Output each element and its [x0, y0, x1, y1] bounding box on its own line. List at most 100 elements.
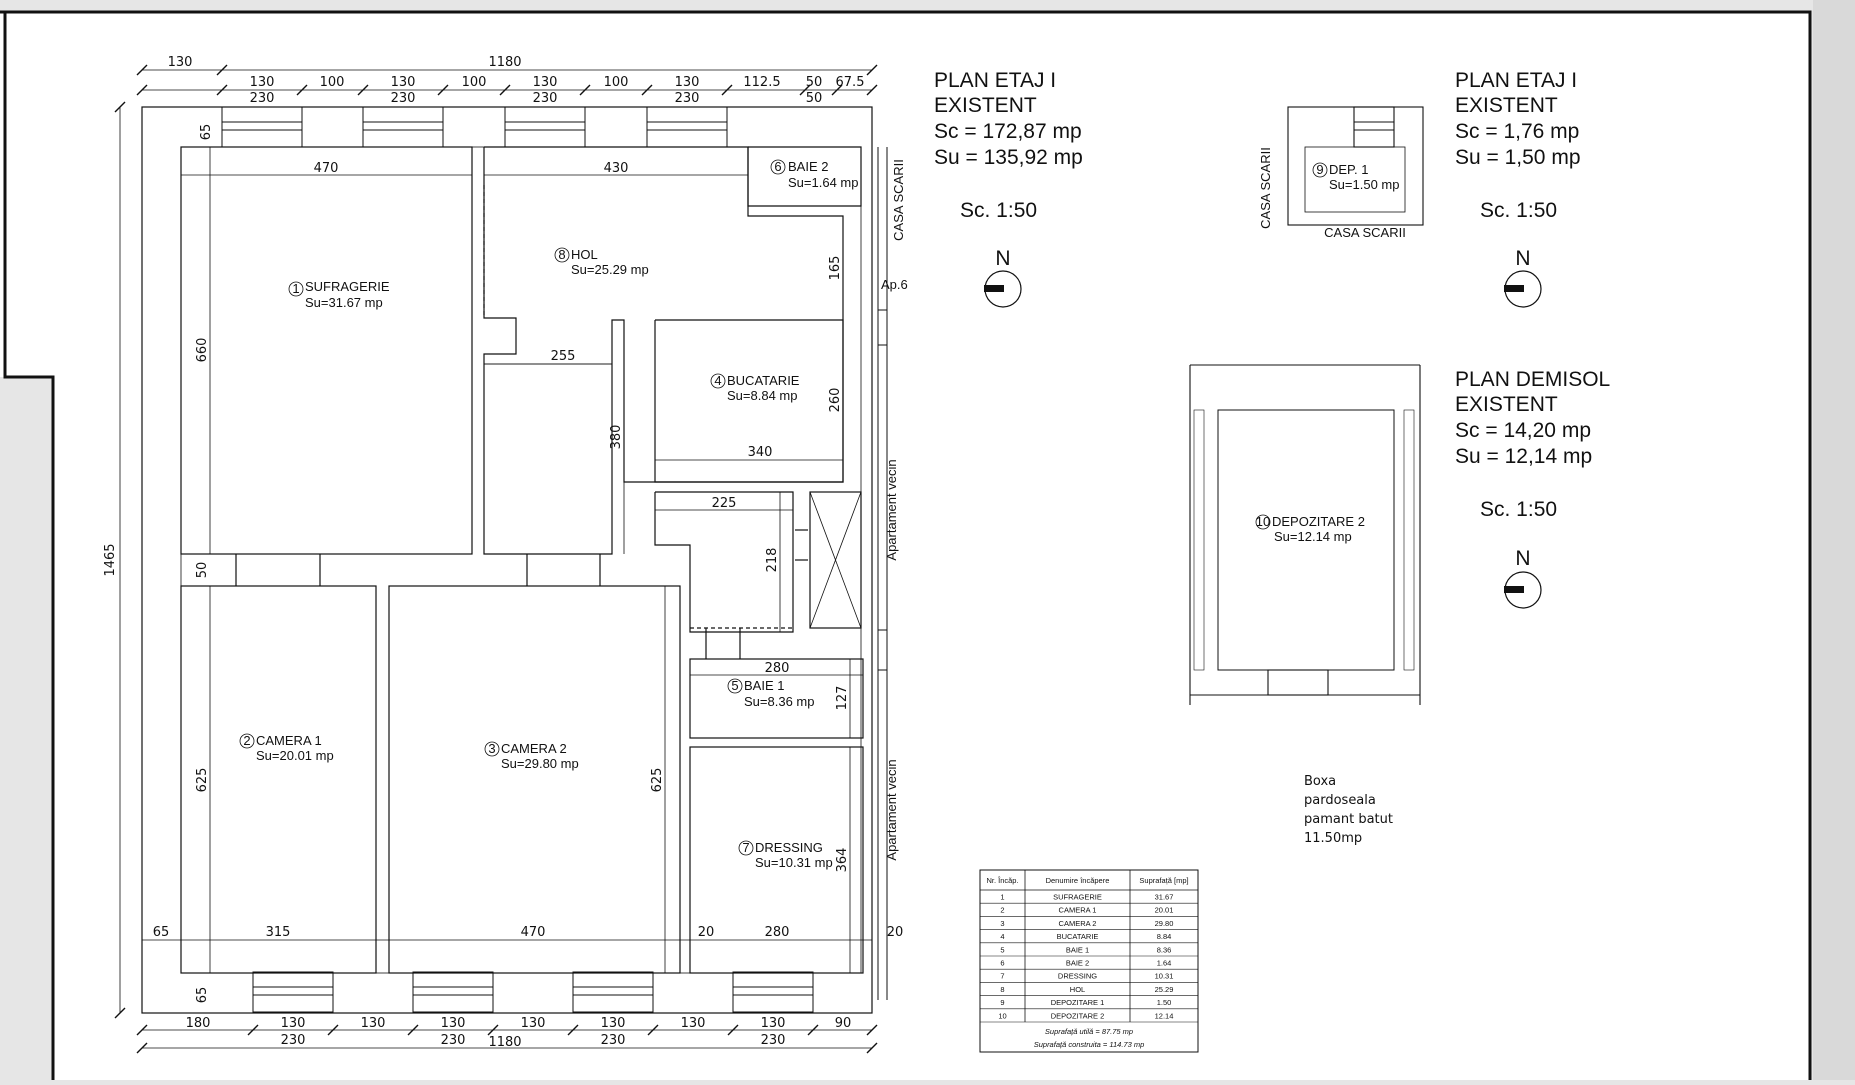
- room-label-8: 8 HOL Su=25.29 mp: [554, 247, 649, 277]
- table-cell-9-2: 12.14: [1155, 1011, 1174, 1020]
- svg-text:Sc = 1,76 mp: Sc = 1,76 mp: [1455, 120, 1579, 143]
- north-arrow-main: N: [984, 247, 1022, 308]
- svg-text:N: N: [1515, 547, 1530, 570]
- dim-255: 255: [551, 349, 576, 364]
- room-labels: 1 SUFRAGERIE Su=31.67 mp 8 HOL Su=25.29 …: [239, 159, 858, 870]
- table-cell-7-0: 8: [1000, 985, 1004, 994]
- sheet-frame-left: [0, 10, 55, 1080]
- dim-top2-1: 230: [250, 91, 275, 106]
- dim-top-3: 130: [391, 75, 416, 90]
- dim-top2-3: 230: [533, 91, 558, 106]
- dim-bottom-2: 130: [281, 1016, 306, 1031]
- table-cell-3-0: 4: [1000, 932, 1004, 941]
- svg-text:PLAN ETAJ I: PLAN ETAJ I: [1455, 69, 1577, 92]
- dim-top-4: 100: [462, 75, 487, 90]
- table-cell-6-0: 7: [1000, 972, 1004, 981]
- demisol-plan: [1189, 364, 1421, 705]
- room-hol: [483, 146, 844, 555]
- table-cell-6-2: 10.31: [1155, 972, 1174, 981]
- dim-65-bottom: 65: [153, 925, 170, 940]
- dim-top-6: 100: [604, 75, 629, 90]
- dim-65-lower: 65: [195, 987, 210, 1004]
- dim-left-total: 1465: [103, 543, 118, 576]
- table-cell-3-1: BUCATARIE: [1057, 932, 1099, 941]
- small-casa-scarii-vertical: CASA SCARII: [1258, 147, 1273, 229]
- dep1-name: DEP. 1: [1329, 162, 1369, 177]
- small-plan: [1287, 106, 1424, 226]
- table-cell-5-2: 1.64: [1157, 959, 1172, 968]
- table-cell-6-1: DRESSING: [1058, 972, 1097, 981]
- dim-top-10: 67.5: [836, 75, 865, 90]
- svg-text:pardoseala: pardoseala: [1304, 793, 1376, 808]
- svg-text:Su = 12,14 mp: Su = 12,14 mp: [1455, 445, 1592, 468]
- dim-280-baie: 280: [765, 661, 790, 676]
- svg-text:pamant batut: pamant batut: [1304, 812, 1393, 827]
- dimension-ticks: [114, 64, 878, 1054]
- dim-50: 50: [195, 562, 210, 579]
- svg-text:Sc. 1:50: Sc. 1:50: [960, 199, 1037, 222]
- dim-top-9: 50: [806, 75, 823, 90]
- svg-text:EXISTENT: EXISTENT: [1455, 94, 1558, 117]
- svg-text:Su=8.36 mp: Su=8.36 mp: [744, 694, 814, 709]
- bottom-windows: [252, 971, 814, 1013]
- svg-text:Sc. 1:50: Sc. 1:50: [1480, 199, 1557, 222]
- room-camera2: [388, 585, 681, 974]
- svg-text:1: 1: [292, 281, 299, 296]
- table-cell-2-2: 29.80: [1155, 919, 1174, 928]
- dim-top2-4: 230: [675, 91, 700, 106]
- dim-660: 660: [195, 338, 210, 363]
- dim-340: 340: [748, 445, 773, 460]
- dep2-name: DEPOZITARE 2: [1272, 514, 1365, 529]
- svg-text:Su=10.31 mp: Su=10.31 mp: [755, 855, 833, 870]
- dim-bottom2-2: 230: [441, 1033, 466, 1048]
- dep2-area: Su=12.14 mp: [1274, 529, 1352, 544]
- svg-text:PLAN ETAJ I: PLAN ETAJ I: [934, 69, 1056, 92]
- dim-225: 225: [712, 496, 737, 511]
- room-baie1: [689, 658, 864, 739]
- svg-text:Su=20.01 mp: Su=20.01 mp: [256, 748, 334, 763]
- dim-430: 430: [604, 161, 629, 176]
- apartament-vecin-label-1: Apartament vecin: [884, 459, 899, 560]
- table-cell-1-0: 2: [1000, 906, 1004, 915]
- table-header-0: Nr. Încăp.: [986, 876, 1018, 885]
- dimension-text: 130 1180 130 100 130 100 130 100 130 112…: [103, 55, 903, 1050]
- room-label-4: 4 BUCATARIE Su=8.84 mp: [710, 373, 800, 403]
- table-cell-3-2: 8.84: [1157, 932, 1172, 941]
- room-label-2: 2 CAMERA 1 Su=20.01 mp: [239, 733, 334, 763]
- dim-470-top: 470: [314, 161, 339, 176]
- dim-65-top: 65: [199, 124, 214, 141]
- table-cell-0-2: 31.67: [1155, 893, 1174, 902]
- dim-364: 364: [835, 848, 850, 873]
- dep1-area: Su=1.50 mp: [1329, 177, 1399, 192]
- demisol-title: PLAN DEMISOL EXISTENT Sc = 14,20 mp Su =…: [1455, 368, 1610, 521]
- dim-top-total: 1180: [488, 55, 521, 70]
- table-cell-2-0: 3: [1000, 919, 1004, 928]
- table-cell-0-1: SUFRAGERIE: [1053, 893, 1102, 902]
- table-cell-2-1: CAMERA 2: [1059, 919, 1097, 928]
- svg-text:DRESSING: DRESSING: [755, 840, 823, 855]
- svg-text:5: 5: [731, 678, 738, 693]
- table-header-1: Denumire încăpere: [1046, 876, 1110, 885]
- room-label-5: 5 BAIE 1 Su=8.36 mp: [727, 678, 814, 709]
- table-cell-5-1: BAIE 2: [1066, 959, 1089, 968]
- dim-470-bottom: 470: [521, 925, 546, 940]
- room-label-1: 1 SUFRAGERIE Su=31.67 mp: [288, 279, 390, 310]
- svg-text:Su=1.64 mp: Su=1.64 mp: [788, 175, 858, 190]
- svg-text:4: 4: [714, 373, 721, 388]
- room-label-7: 7 DRESSING Su=10.31 mp: [738, 840, 833, 870]
- boxa-note: Boxa pardoseala pamant batut 11.50mp: [1304, 774, 1393, 846]
- small-plan-title: PLAN ETAJ I EXISTENT Sc = 1,76 mp Su = 1…: [1455, 69, 1581, 222]
- room-dressing: [689, 746, 864, 974]
- dim-bottom-8: 130: [761, 1016, 786, 1031]
- svg-text:Su=8.84 mp: Su=8.84 mp: [727, 388, 797, 403]
- dim-top2-2: 230: [391, 91, 416, 106]
- dim-260: 260: [828, 388, 843, 413]
- table-cell-8-2: 1.50: [1157, 998, 1172, 1007]
- dim-625-left: 625: [195, 768, 210, 793]
- room-label-6: 6 BAIE 2 Su=1.64 mp: [770, 159, 858, 190]
- svg-text:BAIE 2: BAIE 2: [788, 159, 828, 174]
- main-plan: [141, 106, 888, 1014]
- dim-20-left: 20: [698, 925, 715, 940]
